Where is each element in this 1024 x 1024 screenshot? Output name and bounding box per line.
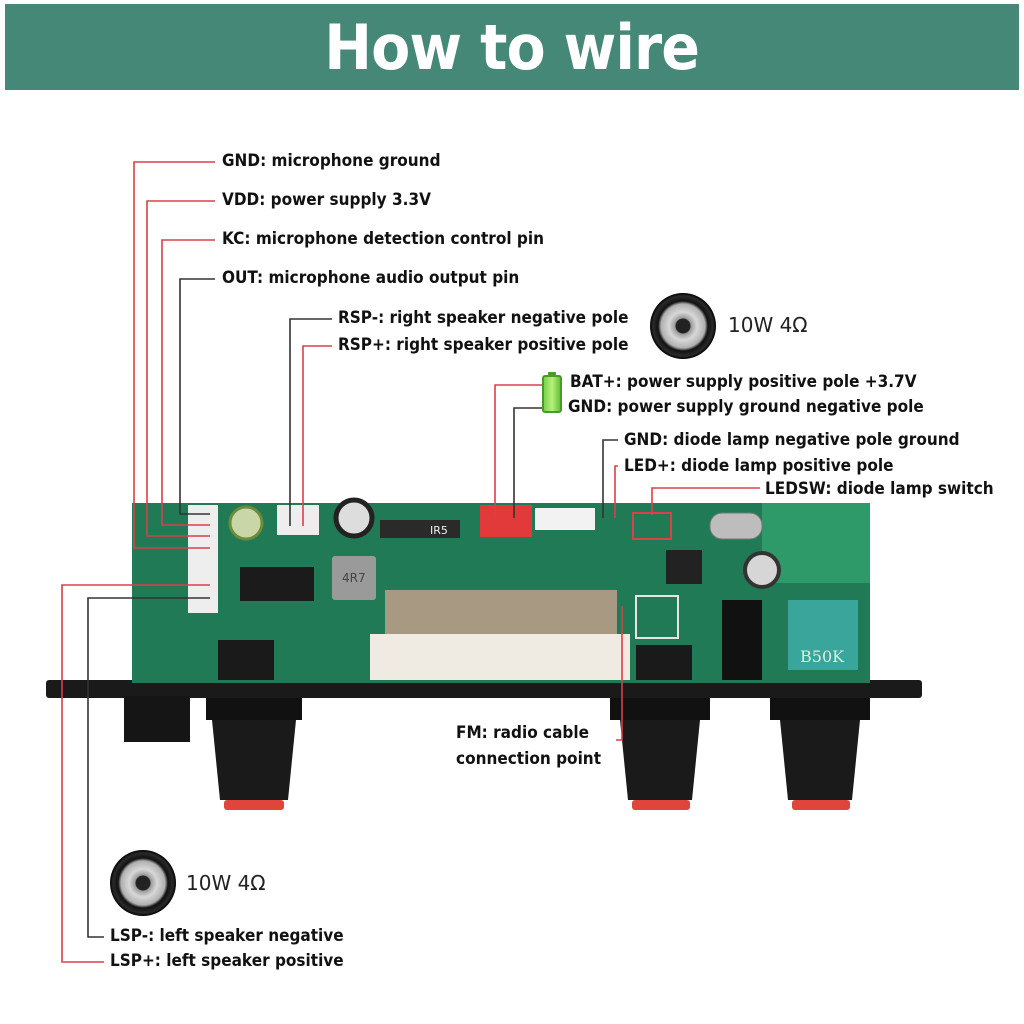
label-mic-kc: KC: microphone detection control pin	[222, 229, 544, 249]
label-led-gnd: GND: diode lamp negative pole ground	[624, 430, 960, 450]
switch	[722, 600, 762, 680]
inductor	[332, 556, 376, 600]
wire-rsp-neg	[289, 318, 332, 526]
wire-lsp-neg	[87, 597, 210, 938]
amplifier-ic	[240, 567, 314, 601]
wire-led-pos	[614, 465, 618, 518]
label-lsp-neg: LSP-: left speaker negative	[110, 926, 344, 946]
label-fm-line2: connection point	[456, 749, 602, 769]
wire-rsp-pos	[302, 345, 332, 526]
capacitor	[333, 497, 375, 539]
speaker-r-connector	[277, 505, 319, 535]
label-rsp-neg: RSP-: right speaker negative pole	[338, 308, 629, 328]
mic-connector	[188, 505, 218, 613]
label-rsp-pos: RSP+: right speaker positive pole	[338, 335, 629, 355]
label-power-gnd: GND: power supply ground negative pole	[568, 397, 924, 417]
label-ledsw: LEDSW: diode lamp switch	[765, 479, 994, 499]
label-mic-out: OUT: microphone audio output pin	[222, 268, 520, 288]
label-mic-gnd: GND: microphone ground	[222, 151, 441, 171]
button	[636, 645, 692, 680]
right-speaker-spec: 10W 4Ω	[728, 313, 808, 337]
diode-marking: IR5	[430, 524, 448, 537]
wire-mic-gnd	[133, 161, 215, 549]
wire-mic-vdd	[146, 200, 215, 537]
label-fm-line1: FM: radio cable	[456, 723, 590, 743]
capacitor	[743, 551, 781, 589]
display-module	[385, 590, 617, 634]
wire-fm	[616, 606, 623, 741]
volume-pot	[788, 600, 858, 670]
wire-mic-out	[179, 278, 215, 515]
label-lsp-pos: LSP+: left speaker positive	[110, 951, 344, 971]
diode	[380, 520, 460, 538]
label-mic-vdd: VDD: power supply 3.3V	[222, 190, 431, 210]
wire-ledsw	[651, 487, 760, 515]
card-slot	[370, 634, 630, 680]
label-bat-pos: BAT+: power supply positive pole +3.7V	[570, 372, 917, 392]
label-led-pos: LED+: diode lamp positive pole	[624, 456, 894, 476]
wire-led-gnd	[602, 439, 618, 518]
knob-right	[770, 698, 870, 810]
page-title: How to wire	[324, 10, 701, 84]
knob-middle	[610, 698, 710, 810]
inductor-marking: 4R7	[342, 571, 366, 585]
battery-icon	[542, 372, 562, 413]
title-banner: How to wire	[5, 4, 1019, 90]
knob-left	[206, 698, 302, 810]
ledsw-highlight	[632, 512, 672, 540]
fm-connector	[635, 595, 679, 639]
battery-connector	[480, 505, 532, 537]
led-connector	[535, 508, 595, 530]
button	[218, 640, 274, 680]
crystal	[709, 512, 763, 540]
capacitor	[228, 505, 264, 541]
wire-bat-gnd	[513, 407, 542, 518]
wire-lsp-pos	[61, 584, 210, 963]
front-panel	[46, 680, 922, 698]
wire-bat-pos	[494, 384, 542, 518]
speaker-icon	[650, 293, 716, 359]
bt-chip	[666, 550, 702, 584]
left-speaker-spec: 10W 4Ω	[186, 871, 266, 895]
speaker-icon	[110, 850, 176, 916]
headphone-jack	[124, 696, 190, 742]
pot-marking: B50K	[800, 647, 845, 666]
wire-mic-kc	[161, 239, 215, 526]
